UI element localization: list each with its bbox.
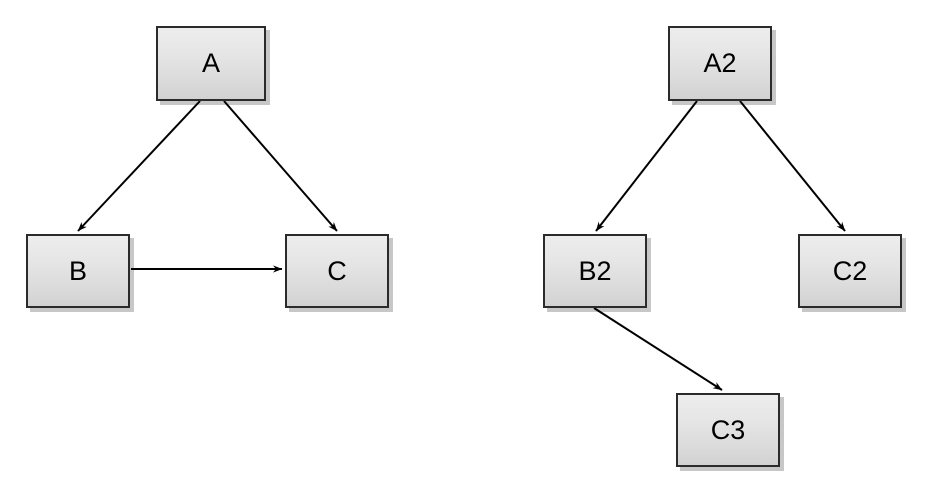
node-label: A2 bbox=[703, 48, 737, 78]
node-label: C bbox=[327, 255, 347, 286]
node-b[interactable]: B bbox=[26, 234, 130, 308]
node-label: B bbox=[68, 255, 87, 286]
node-label: B2 bbox=[578, 255, 612, 286]
edge-a-to-b bbox=[77, 100, 201, 232]
edge-b2-to-c3 bbox=[593, 307, 723, 391]
edge-a-to-c bbox=[223, 100, 338, 232]
node-label: A bbox=[201, 48, 220, 78]
node-c[interactable]: C bbox=[285, 234, 389, 308]
node-label: C2 bbox=[832, 255, 868, 286]
node-c2[interactable]: C2 bbox=[798, 234, 902, 308]
node-b2[interactable]: B2 bbox=[543, 234, 647, 308]
node-label: C3 bbox=[710, 414, 746, 445]
node-a[interactable]: A bbox=[156, 26, 266, 101]
node-c3[interactable]: C3 bbox=[676, 393, 780, 467]
edge-a2-to-c2 bbox=[739, 100, 846, 232]
edge-a2-to-b2 bbox=[595, 100, 698, 232]
node-a2[interactable]: A2 bbox=[668, 26, 772, 101]
